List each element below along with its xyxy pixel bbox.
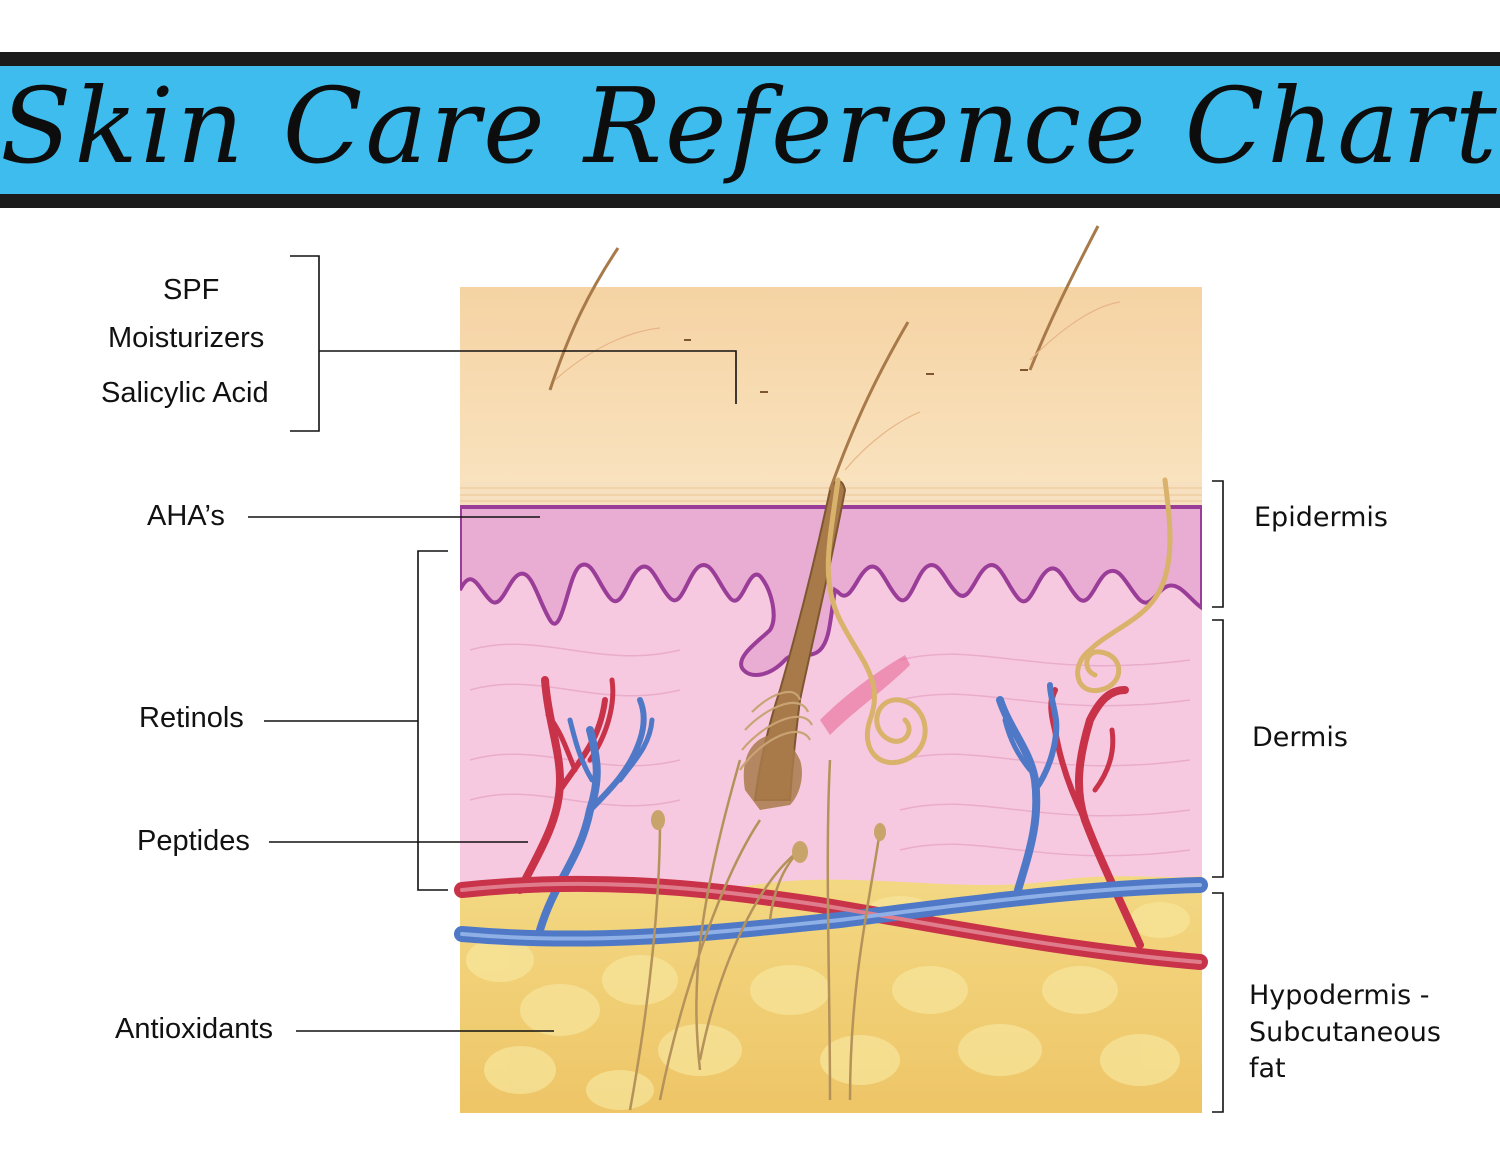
stratum-corneum-layer — [460, 287, 1202, 482]
label-retinols: Retinols — [139, 702, 244, 734]
label-peptides: Peptides — [137, 825, 250, 857]
skin-layers — [460, 287, 1202, 1113]
subdermal-vessels — [454, 875, 1208, 970]
label-hypodermis-line3: fat — [1249, 1053, 1286, 1084]
label-salicylic-acid: Salicylic Acid — [101, 377, 269, 409]
label-hypodermis-line2: Subcutaneous — [1249, 1017, 1441, 1048]
title-banner: Skin Care Reference Chart — [0, 52, 1500, 208]
label-hypodermis-line1: Hypodermis - — [1249, 980, 1430, 1011]
page-title: Skin Care Reference Chart — [0, 65, 1500, 187]
blood-vessels-left — [516, 676, 655, 934]
leader-lines — [248, 255, 1224, 1113]
nerve-endings — [651, 810, 886, 863]
label-epidermis: Epidermis — [1254, 502, 1388, 533]
label-moisturizers: Moisturizers — [108, 322, 265, 354]
label-dermis: Dermis — [1252, 722, 1348, 753]
arrector-pili-muscle — [820, 655, 910, 735]
label-ahas: AHA’s — [147, 500, 225, 532]
dermis-collagen-fibers — [469, 643, 1191, 857]
label-antioxidants: Antioxidants — [115, 1013, 273, 1045]
sweat-glands — [825, 477, 1173, 766]
label-spf: SPF — [163, 274, 220, 306]
hair-follicle — [739, 321, 910, 810]
fat-cells — [466, 896, 1190, 1110]
nerve-fibers — [628, 759, 882, 1111]
title-banner-fill: Skin Care Reference Chart — [0, 66, 1500, 194]
